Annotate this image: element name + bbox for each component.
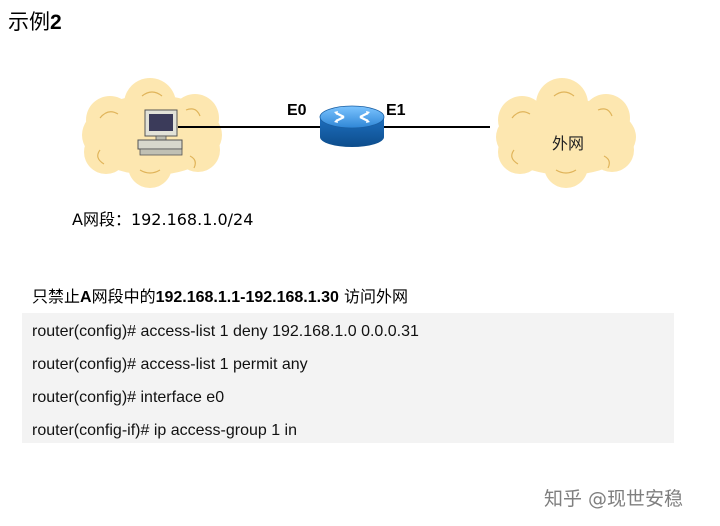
title-prefix: 示例 xyxy=(8,10,50,34)
watermark: 知乎 @现世安稳 xyxy=(544,488,684,510)
subnet-label: A网段：192.168.1.0/24 xyxy=(72,210,254,229)
title-number: 2 xyxy=(50,11,62,34)
desc-part-5: 访问外网 xyxy=(338,287,408,306)
router-icon xyxy=(319,105,385,147)
config-line: router(config-if)# ip access-group 1 in xyxy=(32,422,298,439)
desc-part-2: A xyxy=(80,289,92,306)
interface-label-e1: E1 xyxy=(386,102,406,119)
config-line: router(config)# access-list 1 permit any xyxy=(32,356,308,373)
desc-part-1: 只禁止 xyxy=(32,287,81,306)
config-line: router(config)# access-list 1 deny 192.1… xyxy=(32,323,419,340)
pc-icon xyxy=(137,109,183,156)
slide-title: 示例2 xyxy=(8,6,62,36)
desc-ip-range: 192.168.1.1-192.168.1.30 xyxy=(155,289,339,306)
desc-part-3: 网段中的 xyxy=(91,287,156,306)
interface-label-e0: E0 xyxy=(287,102,307,119)
rule-description: 只禁止A网段中的192.168.1.1-192.168.1.30 访问外网 xyxy=(32,283,408,307)
config-line: router(config)# interface e0 xyxy=(32,389,225,406)
internet-cloud xyxy=(496,78,636,188)
config-code-box xyxy=(22,313,674,443)
cloud-label: 外网 xyxy=(552,134,584,153)
